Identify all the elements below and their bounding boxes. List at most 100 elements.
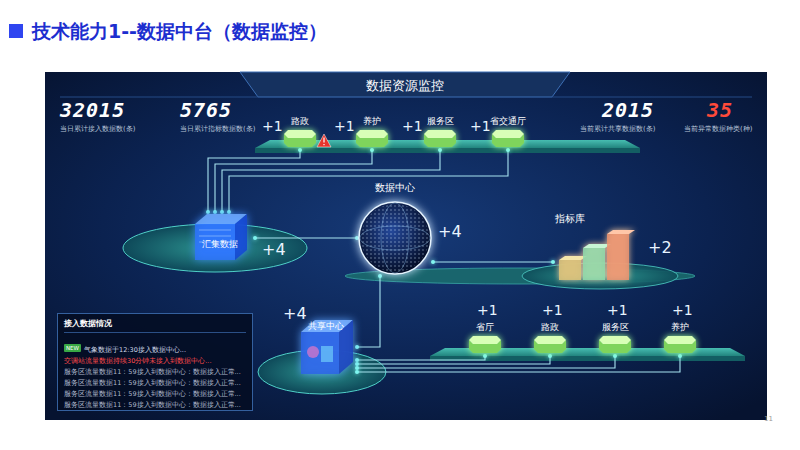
source-node: 省交通厅: [491, 128, 525, 150]
increment-badge: +1: [334, 118, 355, 134]
node-text: 交调站流量数据持续30分钟未接入到数据中心...: [64, 356, 246, 367]
flow-line: [433, 261, 553, 262]
stat-value: 2015: [602, 98, 654, 122]
warning-icon: [317, 134, 331, 147]
monitor-panel: [45, 72, 767, 420]
flow-line: [357, 356, 485, 360]
alarm-value: 35: [707, 98, 733, 122]
hexagon-icon: [468, 334, 502, 356]
node-text: 气象数据于12:30接入数据中心...: [84, 346, 186, 354]
increment-badge: +4: [262, 240, 286, 259]
flow-line: [357, 276, 380, 347]
node-label: 省交通厅: [467, 115, 549, 128]
wire-dot: [253, 236, 257, 240]
wire-dot: [206, 210, 210, 214]
share-center-node: 共享中心: [295, 316, 357, 378]
node-label: 服务区: [574, 321, 656, 334]
header-band: [240, 72, 570, 97]
collect-node: 汇集数据: [185, 212, 255, 262]
flow-line: [215, 150, 372, 212]
source-node: 路政: [533, 334, 567, 356]
wire-dot: [370, 148, 374, 152]
node-label: 接入数据情况: [64, 318, 246, 333]
wire-dot: [506, 148, 510, 152]
wire-dot: [213, 210, 217, 214]
header-rule: [60, 97, 752, 98]
wire-dot: [227, 210, 231, 214]
wire-dot: [613, 354, 617, 358]
data-center-node: 数据中心: [357, 200, 433, 276]
stat-value: 32015: [60, 98, 125, 122]
node-text: 服务区流量数据11：59接入到数据中心：数据接入正常...: [64, 367, 246, 378]
bar-icon: [553, 230, 637, 282]
hexagon-icon: [355, 128, 389, 150]
flow-line: [357, 356, 550, 364]
source-node: 路政: [283, 128, 317, 150]
wire-dot: [355, 345, 359, 349]
stat-value: 5765: [180, 98, 232, 122]
wire-dot: [438, 148, 442, 152]
increment-badge: +1: [672, 302, 693, 318]
wire-dot: [355, 366, 359, 370]
warning-mark: [323, 138, 324, 143]
increment-badge: +2: [648, 238, 672, 257]
page-number: 11: [764, 415, 773, 423]
wire-dot: [298, 148, 302, 152]
log-panel: 接入数据情况 NEW气象数据于12:30接入数据中心... 交调站流量数据持续30分…: [57, 313, 253, 411]
hexagon-icon: [491, 128, 525, 150]
cube-icon: [185, 212, 255, 262]
wire-dot: [355, 370, 359, 374]
source-node: 养护: [663, 334, 697, 356]
increment-badge: +1: [477, 302, 498, 318]
wire-dot: [483, 354, 487, 358]
wire-dot: [431, 260, 435, 264]
increment-badge: +4: [283, 304, 307, 323]
node-text: 服务区流量数据11：59接入到数据中心：数据接入正常...: [64, 400, 246, 411]
flow-line: [357, 356, 615, 368]
node-label: 养护: [331, 115, 413, 128]
node-label: 养护: [639, 321, 721, 334]
increment-badge: +4: [438, 222, 462, 241]
node-text: NEW: [64, 344, 81, 352]
stat-caption: 当日累计指标数据数(条): [180, 124, 255, 134]
node-text: 服务区流量数据11：59接入到数据中心：数据接入正常...: [64, 389, 246, 400]
globe-icon: [357, 200, 433, 276]
increment-badge: +1: [470, 118, 491, 134]
hexagon-icon: [598, 334, 632, 356]
flow-line: [255, 237, 357, 238]
stat-caption: 当前累计共享数据数(条): [580, 124, 655, 134]
node-text: 服务区流量数据11：59接入到数据中心：数据接入正常...: [64, 378, 246, 389]
index-node: 指标库: [553, 230, 637, 282]
node-label: 共享中心: [295, 320, 357, 333]
node-label: 省厅: [444, 321, 526, 334]
hexagon-icon: [423, 128, 457, 150]
top-platform-edge: [255, 148, 640, 153]
node-label: 服务区: [399, 115, 481, 128]
node-label: 数据中心: [357, 181, 433, 195]
source-node: 服务区: [423, 128, 457, 150]
node-label: 指标库: [555, 212, 585, 226]
increment-badge: +1: [542, 302, 563, 318]
wire-dot: [378, 274, 382, 278]
wire-dot: [678, 354, 682, 358]
warning-dot: [323, 144, 324, 145]
stat-caption: 当前异常数据种类(种): [684, 124, 752, 134]
wire-dot: [355, 362, 359, 366]
slide-title: 技术能力1--数据中台（数据监控）: [32, 19, 327, 45]
increment-badge: +1: [402, 118, 423, 134]
collect-disc: [123, 224, 307, 272]
hexagon-icon: [663, 334, 697, 356]
source-node: 养护: [355, 128, 389, 150]
hexagon-icon: [283, 128, 317, 150]
stat-caption: 当日累计接入数据数(条): [60, 124, 135, 134]
node-label: 汇集数据: [185, 238, 255, 251]
source-node: 省厅: [468, 334, 502, 356]
increment-badge: +1: [607, 302, 628, 318]
title-marker: [9, 24, 23, 38]
hexagon-icon: [533, 334, 567, 356]
node-label: 路政: [509, 321, 591, 334]
wire-dot: [355, 358, 359, 362]
flow-line: [229, 150, 508, 212]
wire-dot: [220, 210, 224, 214]
